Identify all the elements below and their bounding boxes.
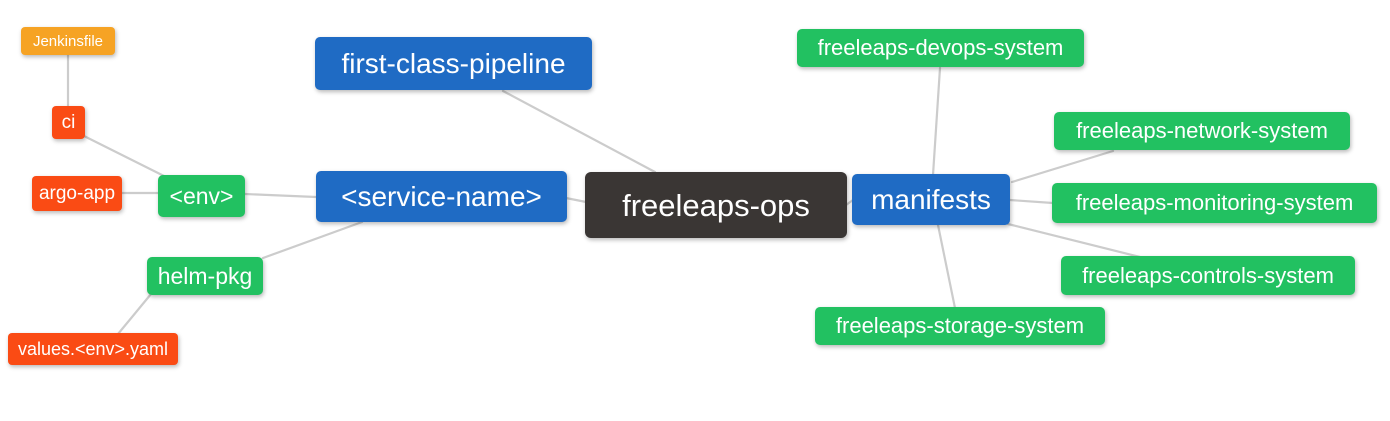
node-freeleaps-storage-system[interactable]: freeleaps-storage-system [815,307,1105,345]
edge-pipeline-freeleaps-ops [501,89,657,174]
edge-manifests-devops [931,66,942,177]
node-manifests[interactable]: manifests [852,174,1010,225]
node-freeleaps-controls-system[interactable]: freeleaps-controls-system [1061,256,1355,295]
edge-env-service-name [243,192,318,199]
node-ci[interactable]: ci [52,106,85,139]
edge-manifests-monitoring [1008,198,1055,205]
node-values-env-yaml[interactable]: values.<env>.yaml [8,333,178,365]
node-freeleaps-network-system[interactable]: freeleaps-network-system [1054,112,1350,150]
edge-manifests-storage [936,223,957,310]
edge-freeleaps-ops-manifests [844,198,855,207]
edge-service-name-freeleaps-ops [564,196,588,204]
node-first-class-pipeline[interactable]: first-class-pipeline [315,37,592,90]
node-freeleaps-monitoring-system[interactable]: freeleaps-monitoring-system [1052,183,1377,223]
edge-manifests-controls [1006,222,1142,259]
edge-helm-pkg-values [116,292,153,336]
node-helm-pkg[interactable]: helm-pkg [147,257,263,295]
node-freeleaps-ops-root[interactable]: freeleaps-ops [585,172,847,238]
node-jenkinsfile[interactable]: Jenkinsfile [21,27,115,55]
node-env[interactable]: <env> [158,175,245,217]
node-freeleaps-devops-system[interactable]: freeleaps-devops-system [797,29,1084,67]
edge-manifests-network [1010,149,1115,184]
edge-ci-env [80,133,170,180]
node-service-name[interactable]: <service-name> [316,171,567,222]
node-argo-app[interactable]: argo-app [32,176,122,211]
edge-service-name-helm-pkg [261,220,364,260]
